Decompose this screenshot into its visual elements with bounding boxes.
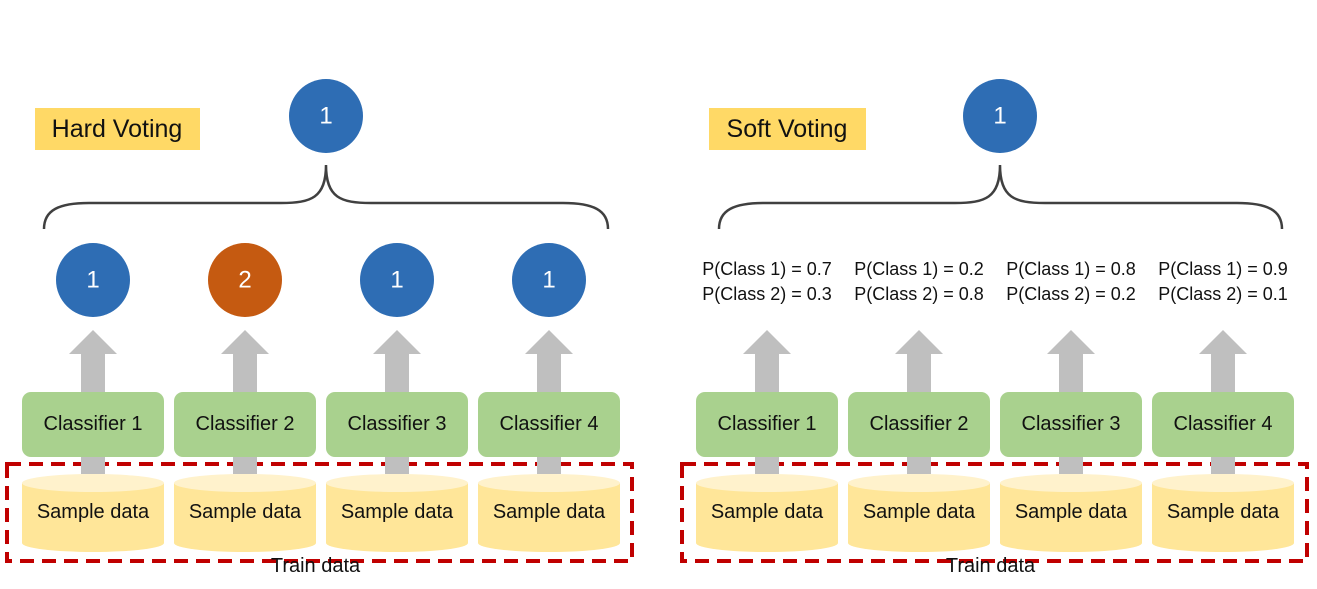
final-result-circle xyxy=(963,79,1037,153)
prediction-label: 1 xyxy=(390,267,403,294)
column-4: Classifier 4 Sample data P(Class 1) = 0.9P… xyxy=(1152,259,1294,552)
classifier-label: Classifier 2 xyxy=(870,413,969,435)
sample-cylinder-body xyxy=(22,483,164,552)
probability-class-2: P(Class 2) = 0.3 xyxy=(702,284,832,304)
classifier-label: Classifier 1 xyxy=(718,413,817,435)
sample-cylinder-body xyxy=(478,483,620,552)
column-1: Classifier 1 Sample data 1 xyxy=(22,243,164,552)
sample-data-label: Sample data xyxy=(341,501,454,523)
brace xyxy=(42,164,610,230)
prediction-label: 2 xyxy=(238,267,251,294)
probability-class-2: P(Class 2) = 0.2 xyxy=(1006,284,1136,304)
classifier-box xyxy=(326,392,468,457)
prediction-circle xyxy=(56,243,130,317)
classifier-box xyxy=(22,392,164,457)
train-data-border xyxy=(5,462,634,563)
panel-title-box xyxy=(709,108,866,150)
classifier-box xyxy=(1000,392,1142,457)
final-result-circle xyxy=(289,79,363,153)
panel-title-box xyxy=(35,108,200,150)
sample-cylinder-body xyxy=(1000,483,1142,552)
sample-cylinder-top xyxy=(326,474,468,492)
classifier-box xyxy=(696,392,838,457)
brace xyxy=(717,164,1284,230)
arrow-tail xyxy=(385,464,409,474)
arrow-tail xyxy=(537,464,561,474)
probability-class-1: P(Class 1) = 0.2 xyxy=(854,259,984,279)
sample-cylinder-top xyxy=(478,474,620,492)
classifier-label: Classifier 3 xyxy=(348,413,447,435)
sample-data-label: Sample data xyxy=(37,501,150,523)
probability-class-2: P(Class 2) = 0.8 xyxy=(854,284,984,304)
arrow-tail xyxy=(1211,464,1235,474)
sample-data-label: Sample data xyxy=(863,501,976,523)
panel-title: Hard Voting xyxy=(52,115,183,143)
sample-cylinder-body xyxy=(174,483,316,552)
arrow-tail xyxy=(81,464,105,474)
column-3: Classifier 3 Sample data 1 xyxy=(326,243,468,552)
sample-cylinder-top xyxy=(1000,474,1142,492)
final-result-label: 1 xyxy=(993,103,1006,130)
sample-data-label: Sample data xyxy=(493,501,606,523)
sample-cylinder-body xyxy=(696,483,838,552)
prediction-label: 1 xyxy=(542,267,555,294)
arrow-tail xyxy=(755,464,779,474)
sample-cylinder-top xyxy=(848,474,990,492)
train-data-border xyxy=(680,462,1309,563)
probability-class-2: P(Class 2) = 0.1 xyxy=(1158,284,1288,304)
train-data-label: Train data xyxy=(271,555,361,577)
sample-cylinder-body xyxy=(848,483,990,552)
classifier-label: Classifier 3 xyxy=(1022,413,1121,435)
sample-cylinder-top xyxy=(1152,474,1294,492)
column-1: Classifier 1 Sample data P(Class 1) = 0.7P… xyxy=(696,259,838,552)
sample-data-label: Sample data xyxy=(1167,501,1280,523)
classifier-box xyxy=(174,392,316,457)
panel-title: Soft Voting xyxy=(727,115,848,143)
prediction-circle xyxy=(512,243,586,317)
probability-class-1: P(Class 1) = 0.9 xyxy=(1158,259,1288,279)
column-4: Classifier 4 Sample data 1 xyxy=(478,243,620,552)
classifier-box xyxy=(1152,392,1294,457)
classifier-box xyxy=(848,392,990,457)
probability-class-1: P(Class 1) = 0.7 xyxy=(702,259,832,279)
train-data-label: Train data xyxy=(946,555,1036,577)
arrow-tail xyxy=(1059,464,1083,474)
sample-cylinder-top xyxy=(22,474,164,492)
sample-cylinder-body xyxy=(326,483,468,552)
column-2: Classifier 2 Sample data P(Class 1) = 0.2P… xyxy=(848,259,990,552)
classifier-label: Classifier 2 xyxy=(196,413,295,435)
classifier-box xyxy=(478,392,620,457)
classifier-label: Classifier 4 xyxy=(500,413,599,435)
column-3: Classifier 3 Sample data P(Class 1) = 0.8P… xyxy=(1000,259,1142,552)
sample-cylinder-body xyxy=(1152,483,1294,552)
prediction-circle xyxy=(208,243,282,317)
sample-data-label: Sample data xyxy=(1015,501,1128,523)
sample-cylinder-top xyxy=(696,474,838,492)
final-result-label: 1 xyxy=(319,103,332,130)
arrow-tail xyxy=(233,464,257,474)
prediction-circle xyxy=(360,243,434,317)
sample-cylinder-top xyxy=(174,474,316,492)
column-2: Classifier 2 Sample data 2 xyxy=(174,243,316,552)
probability-class-1: P(Class 1) = 0.8 xyxy=(1006,259,1136,279)
sample-data-label: Sample data xyxy=(189,501,302,523)
classifier-label: Classifier 1 xyxy=(44,413,143,435)
sample-data-label: Sample data xyxy=(711,501,824,523)
prediction-label: 1 xyxy=(86,267,99,294)
classifier-label: Classifier 4 xyxy=(1174,413,1273,435)
arrow-tail xyxy=(907,464,931,474)
